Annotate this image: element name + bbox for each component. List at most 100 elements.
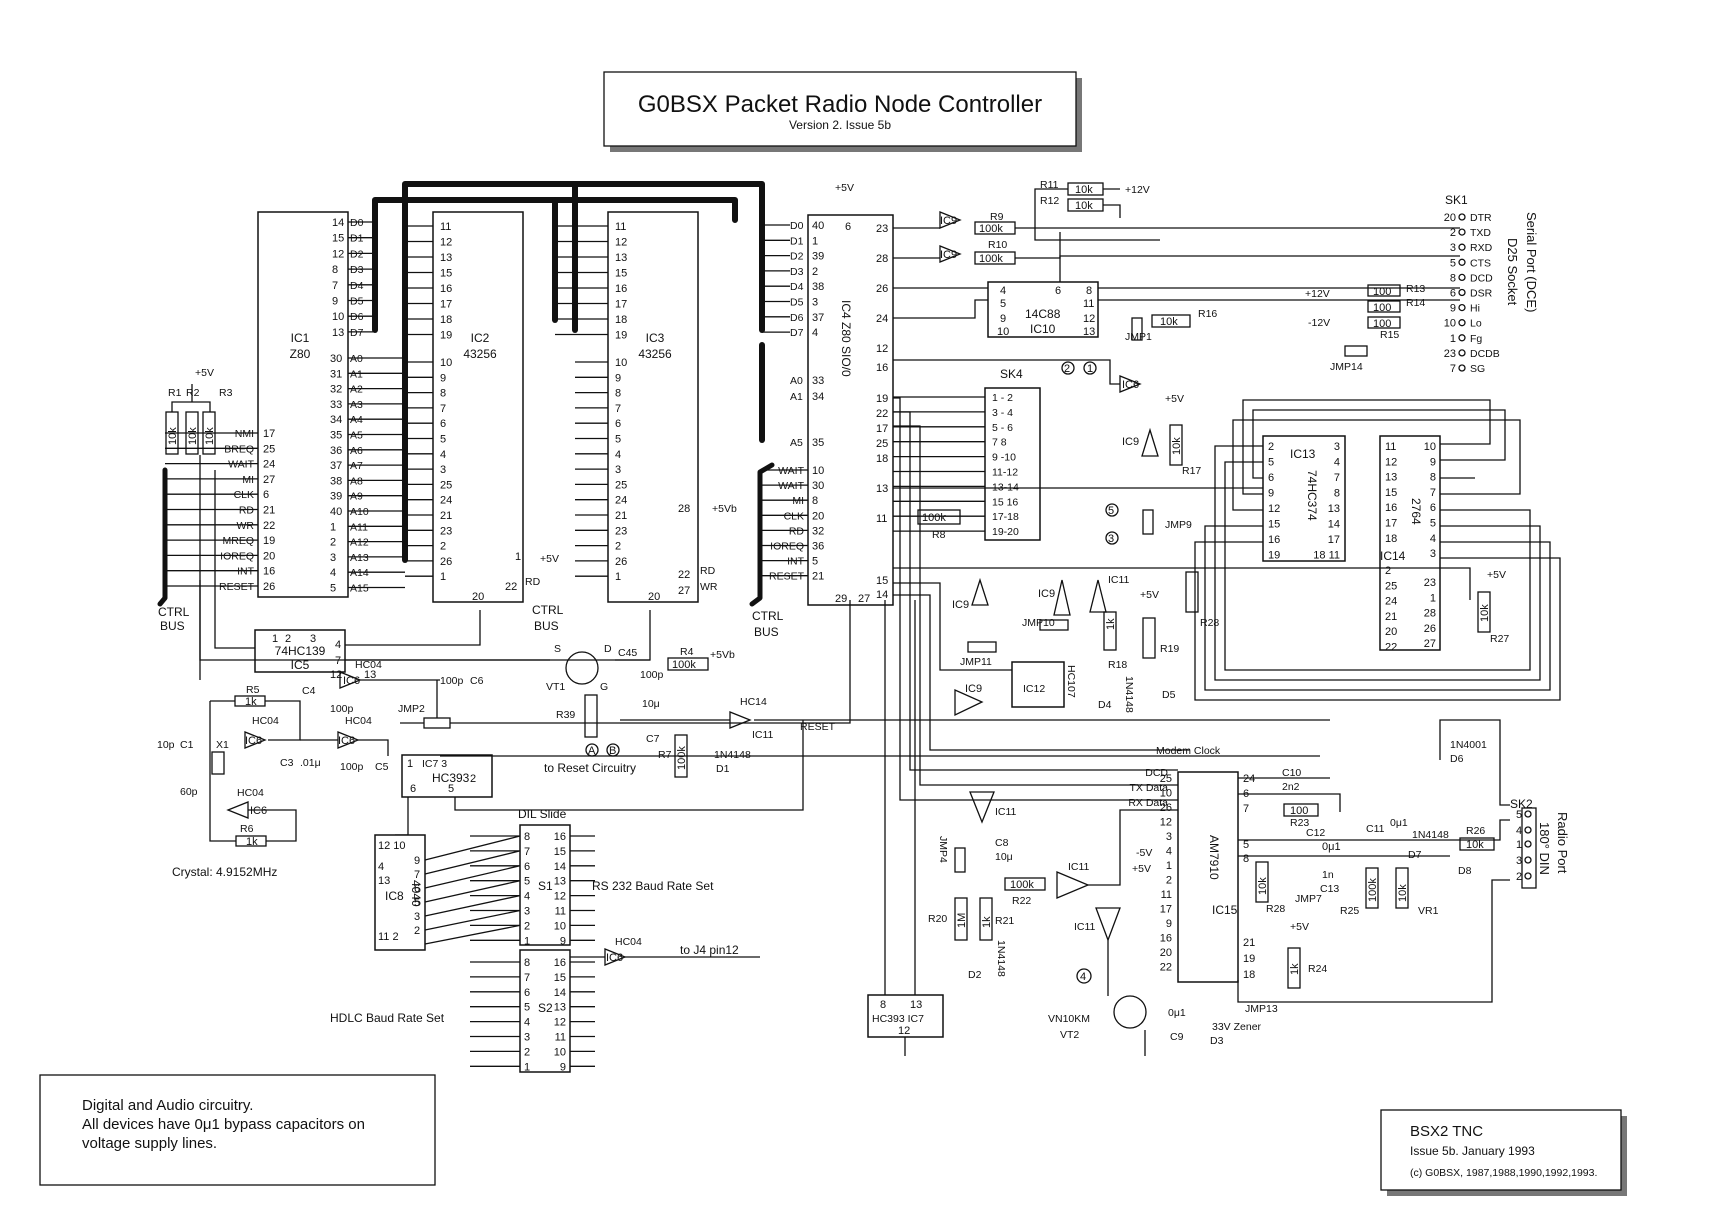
ic2-data-6: 18	[440, 314, 452, 326]
sk2-num-3: 3	[1516, 855, 1522, 867]
ic1-addr-sig-13: A13	[350, 552, 369, 564]
ic4-a0-sig: A0	[790, 375, 803, 387]
node-5: 5	[1108, 505, 1114, 517]
reset-net: RESET	[800, 721, 836, 733]
ic15-p5v: +5V	[1132, 863, 1151, 875]
jmp4-label: JMP4	[937, 836, 949, 863]
ic8-wire-1	[424, 850, 521, 875]
dil-slide-label: DIL Slide	[518, 807, 567, 821]
ic4-right-num-3: 24	[876, 313, 888, 325]
ic4-right-num-4: 12	[876, 343, 888, 355]
c12-label: C12	[1306, 827, 1325, 839]
ic14-top-right-0: 10	[1424, 441, 1436, 453]
s1-left-6: 2	[524, 920, 530, 932]
ic1-addr-sig-2: A2	[350, 384, 363, 396]
ic4-5v: +5V	[835, 182, 854, 194]
c10-label: C10	[1282, 767, 1301, 779]
sk4-pair-8: 17-18	[992, 511, 1019, 523]
ic8-wire-0	[424, 835, 521, 861]
vt1-label: VT1	[546, 681, 565, 693]
ic1-addr-sig-5: A5	[350, 430, 363, 442]
ic13-type: 74HC374	[1305, 470, 1319, 521]
ic2-addr-1: 9	[440, 372, 446, 384]
sk1-num-7: 10	[1444, 318, 1456, 330]
s2-label: S2	[538, 1001, 553, 1015]
ic10-label: IC10	[1030, 322, 1056, 336]
sk1-sig-3: CTS	[1470, 257, 1491, 269]
ic8-pin-5: 3	[414, 911, 420, 923]
r9-value: 100k	[979, 223, 1003, 235]
s2-left-3: 5	[524, 1002, 530, 1014]
ic10-pin13: 13	[1083, 326, 1095, 338]
s1-right-3: 13	[554, 876, 566, 888]
sk4-pair-0: 1 - 2	[992, 392, 1013, 404]
ic15-left-num-7: 2	[1166, 875, 1172, 887]
r16-label: R16	[1198, 308, 1217, 320]
r28b-value: 10k	[1257, 877, 1269, 895]
sk1-pin-2	[1458, 243, 1466, 251]
c1-value: 10p	[157, 739, 175, 751]
sk1-sig-6: Hi	[1470, 303, 1480, 315]
ic1-addr-num-1: 31	[330, 368, 342, 380]
ic6-d: IC6	[338, 735, 355, 747]
ic4-a1-sig: A1	[790, 391, 803, 403]
ic4-pin6: 6	[845, 221, 851, 233]
r26-value: 10k	[1466, 839, 1484, 851]
ic8-wire-2	[424, 865, 521, 889]
ic7b-pin8: 8	[880, 999, 886, 1011]
ic3-addr-14: 1	[615, 571, 621, 583]
ic14-bot-left-5: 22	[1385, 642, 1397, 654]
ic14-bot-right-4: 27	[1424, 638, 1436, 650]
ic2-addr-9: 24	[440, 495, 452, 507]
sk1-sig-5: DSR	[1470, 288, 1493, 300]
ctrl-bus-label-4: BUS	[534, 619, 559, 633]
c11-value: 0μ1	[1390, 817, 1408, 829]
c45-value: 100p	[640, 669, 664, 681]
ic4-right-num-9: 25	[876, 438, 888, 450]
ic1-ctrl-num-6: 22	[263, 520, 275, 532]
c6-value: 100p	[440, 675, 464, 687]
ic1-addr-sig-3: A3	[350, 399, 363, 411]
sk1-num-8: 1	[1450, 333, 1456, 345]
ic8-pin-6: 2	[414, 925, 420, 937]
ic13-right-2: 7	[1334, 472, 1340, 484]
ic13-left-3: 9	[1268, 488, 1274, 500]
ic5-pin1: 1	[272, 633, 278, 645]
c13-value: 1n	[1322, 869, 1334, 881]
r20-label: R20	[928, 913, 947, 925]
ic3-addr-13: 26	[615, 556, 627, 568]
ic4-sio: IC4 Z80 SIO/0 +5V 6 29 27 D0D1D2D3D4D5D6…	[760, 182, 894, 606]
ic1-data-num-5: 9	[332, 296, 338, 308]
node-a: A	[588, 745, 596, 757]
d6-label: D6	[1450, 753, 1464, 765]
hc04-b: HC04	[252, 715, 279, 727]
ic4-data-sig-0: D0	[790, 220, 804, 232]
ic14-top-right-1: 9	[1430, 456, 1436, 468]
ic14-bot-right-2: 28	[1424, 608, 1436, 620]
c5-label: C5	[375, 761, 389, 773]
sk1-sig-0: DTR	[1470, 212, 1492, 224]
r11-12v: +12V	[1125, 184, 1150, 196]
ic1-data-num-6: 10	[332, 311, 344, 323]
sk1-m12v: -12V	[1308, 317, 1330, 329]
ic4-ctrl-sig-0: WAIT	[778, 465, 804, 477]
ic3-pin22: 22	[678, 569, 690, 581]
ic2-5v: +5V	[540, 553, 559, 565]
ic4-right-num-1: 28	[876, 253, 888, 265]
ic4-data-sig-5: D5	[790, 297, 804, 309]
ic14-bot-right-1: 1	[1430, 592, 1436, 604]
ic7b-pin13: 13	[910, 999, 922, 1011]
ic14-bot-left-4: 20	[1385, 626, 1397, 638]
ic14-bot-left-0: 2	[1385, 565, 1391, 577]
ic1-data-num-4: 7	[332, 280, 338, 292]
c9-value: 0μ1	[1168, 1007, 1186, 1019]
s2-left-0: 8	[524, 957, 530, 969]
r17-label: R17	[1182, 465, 1201, 477]
ic13-right-3: 8	[1334, 488, 1340, 500]
d2-value: 1N4148	[995, 940, 1007, 977]
ic4-right-num-5: 16	[876, 362, 888, 374]
ic4-right-num-14: 14	[876, 589, 888, 601]
c5-value: 100p	[340, 761, 364, 773]
jmp2-label: JMP2	[398, 703, 425, 715]
note-box: Digital and Audio circuitry. All devices…	[39, 1074, 436, 1186]
